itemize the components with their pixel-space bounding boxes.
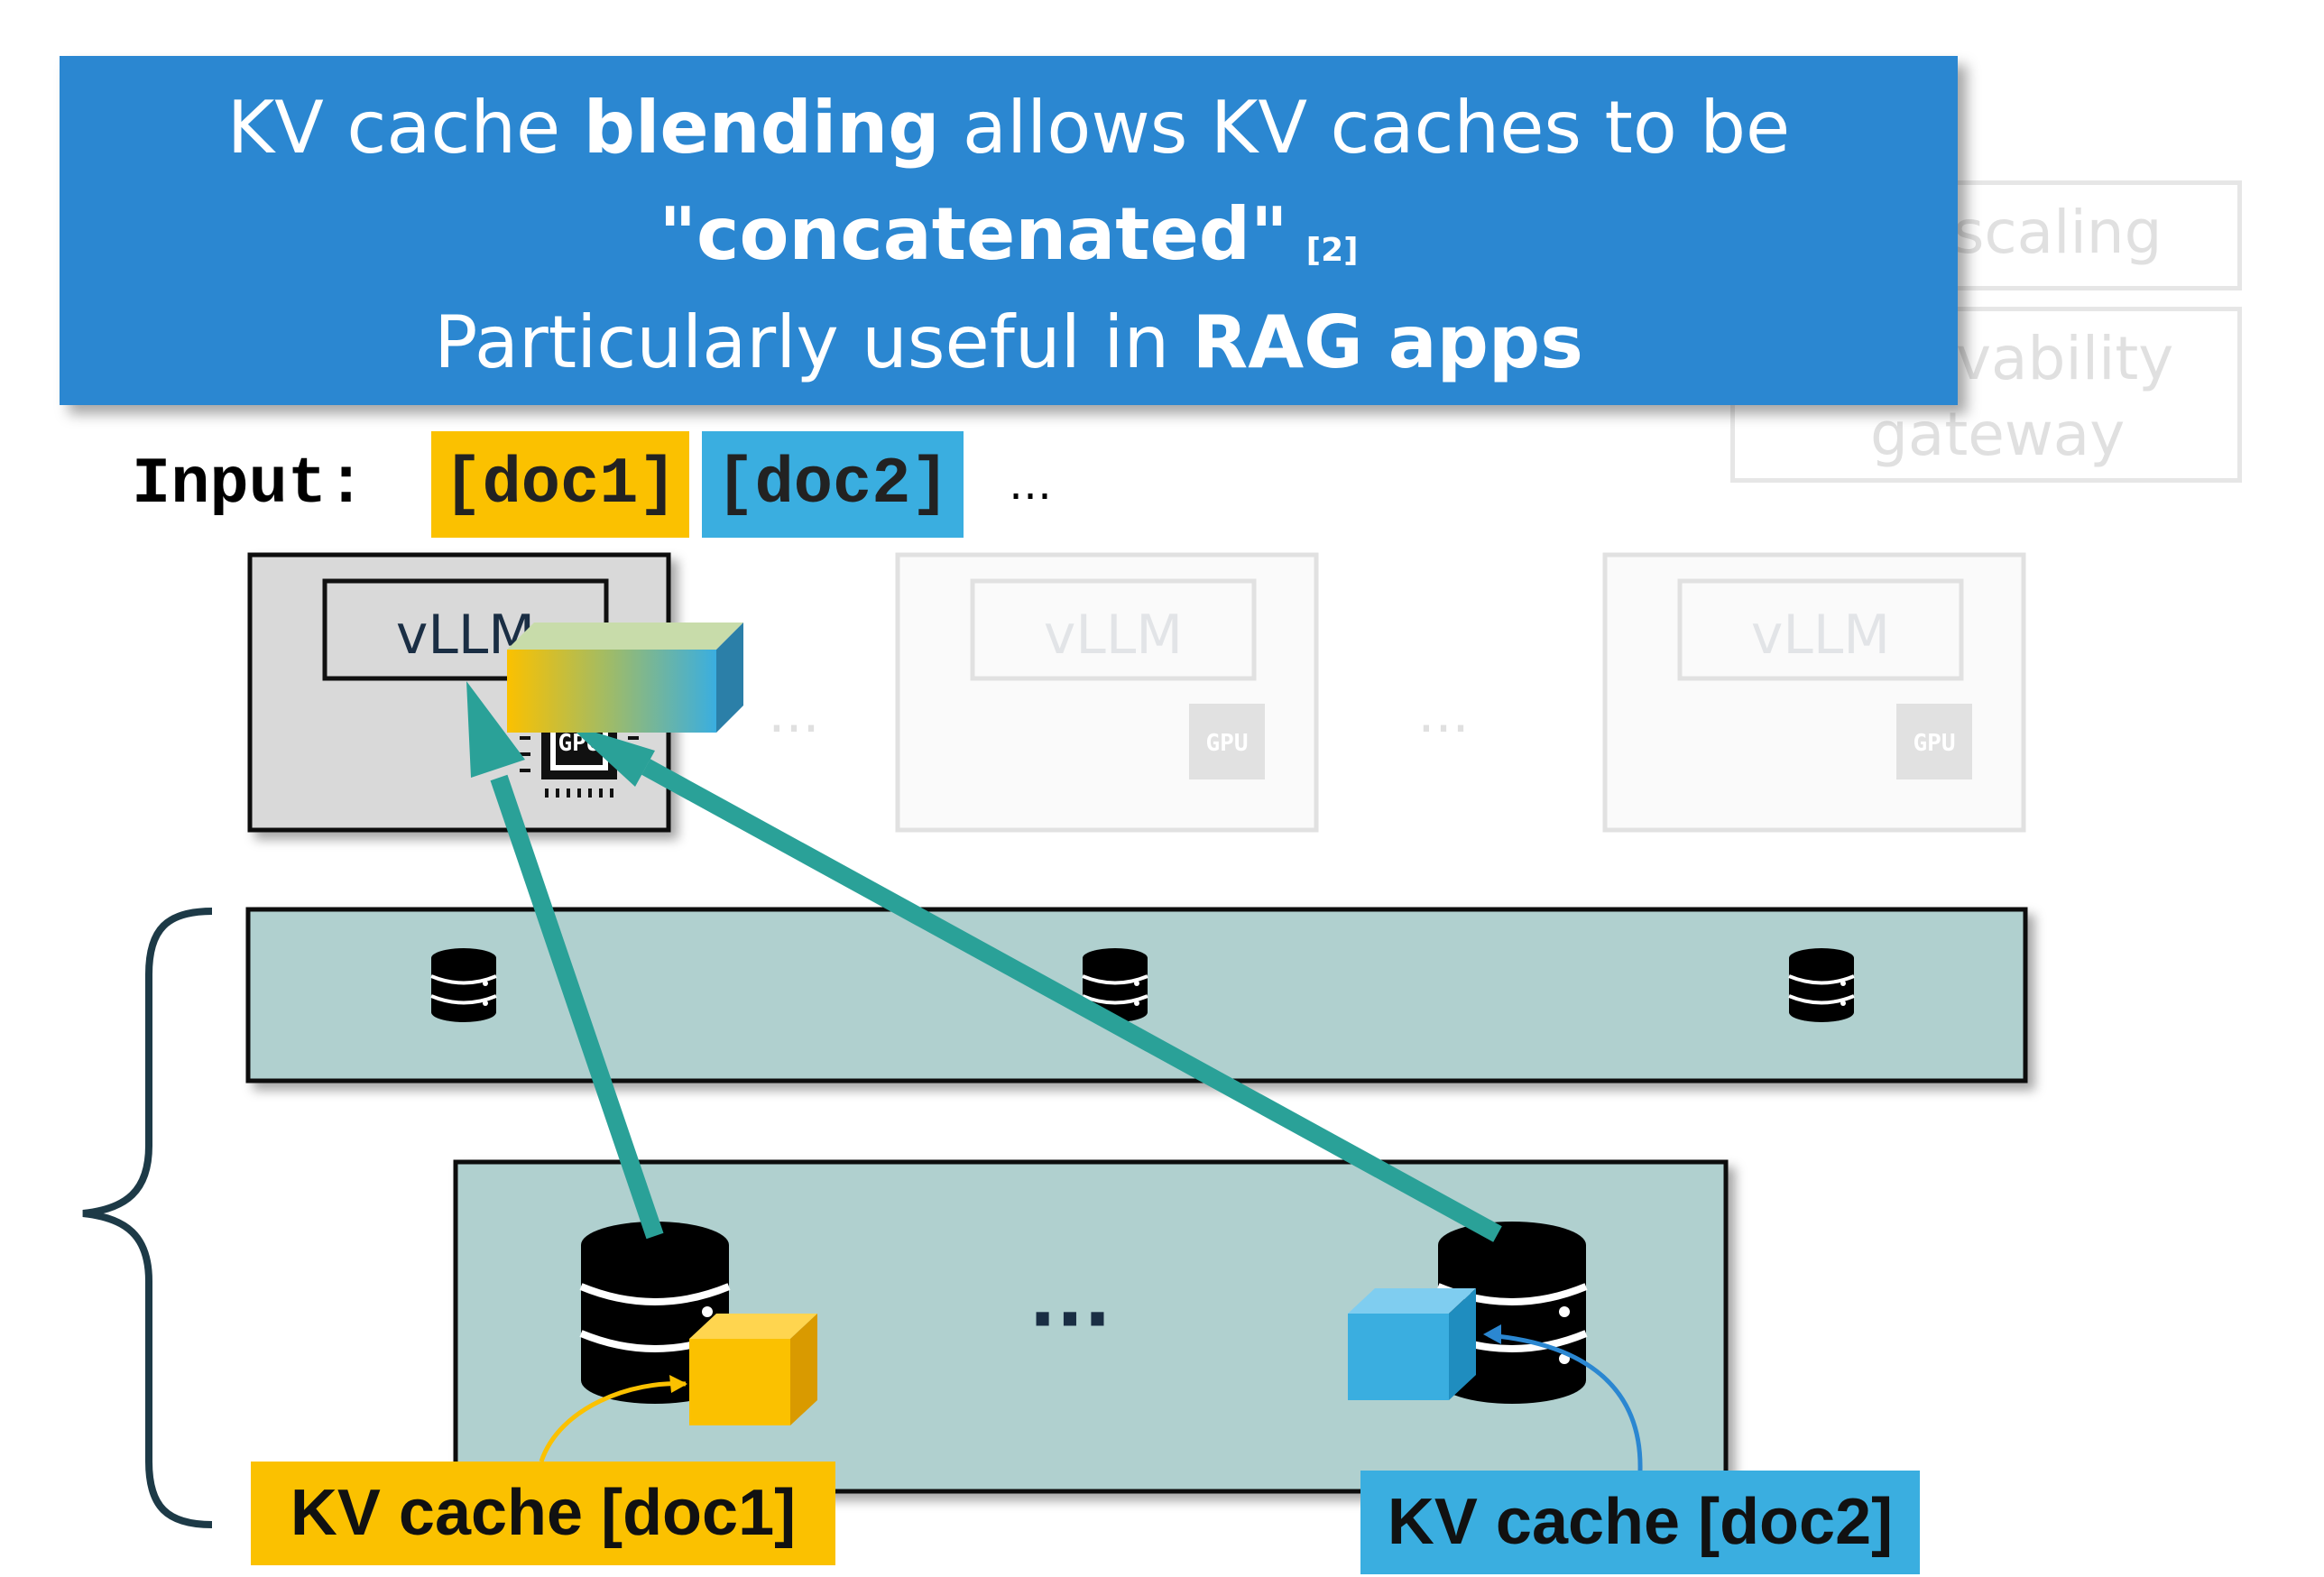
gpu-label-2: GPU [1206,730,1249,757]
kv-cache-doc1-label: KV cache [doc1] [251,1462,835,1565]
faint-gateway-text: gateway [1870,400,2126,469]
header-banner: KV cache blending allows KV caches to be… [60,56,1958,405]
banner-bold-text: RAG apps [1192,300,1583,384]
doc1-pointer-arrow [539,1381,687,1462]
input-ellipsis: … [1009,459,1052,510]
input-doc2-chip: [doc2] [702,431,964,538]
faint-scaling-text: scaling [1953,198,2163,267]
banner-bold-text: "concatenated" [659,192,1288,276]
banner-text: Particularly useful in [434,300,1193,384]
banner-line-2: "concatenated" [2] [60,189,1958,280]
vllm-label-3: vLLM [1751,604,1890,667]
arrow-head [669,1375,687,1393]
banner-bold-text: blending [583,86,940,170]
tier-brace [82,908,213,1528]
database-icon [429,946,498,1024]
kv-cube-doc2 [1348,1288,1476,1400]
gpu-label-3: GPU [1914,730,1956,757]
engine-ellipsis-1: ··· [768,697,819,761]
citation-ref: [2] [1305,232,1359,269]
vllm-engine-2: vLLM GPU [895,552,1319,833]
storage-tier-upper [245,907,2028,1084]
kv-cache-doc2-label: KV cache [doc2] [1360,1471,1920,1574]
storage-tier-lower: ··· [453,1159,1729,1494]
banner-line-3: Particularly useful in RAG apps [60,298,1958,388]
input-doc1-chip: [doc1] [431,431,689,538]
arrow-head [567,724,655,787]
arrow-head [1483,1324,1501,1344]
vllm-engine-3: vLLM GPU [1602,552,2026,833]
database-icon [1787,946,1856,1024]
storage-ellipsis: ··· [1028,1277,1111,1361]
banner-line-1: KV cache blending allows KV caches to be [60,83,1958,173]
doc2-fetch-arrow [641,759,1502,1242]
faint-observability-text: vability [1956,324,2174,393]
vllm-label-2: vLLM [1044,604,1183,667]
doc1-fetch-arrow [490,774,664,1240]
doc2-pointer-arrow [1488,1333,1643,1471]
banner-text: KV cache [226,86,584,170]
banner-text: allows KV caches to be [939,86,1791,170]
kv-cube-doc1 [689,1314,817,1425]
kv-cube-blended [507,622,743,733]
arrow-head [466,681,525,778]
input-label: Input: [132,447,366,521]
engine-ellipsis-2: ··· [1417,697,1469,761]
